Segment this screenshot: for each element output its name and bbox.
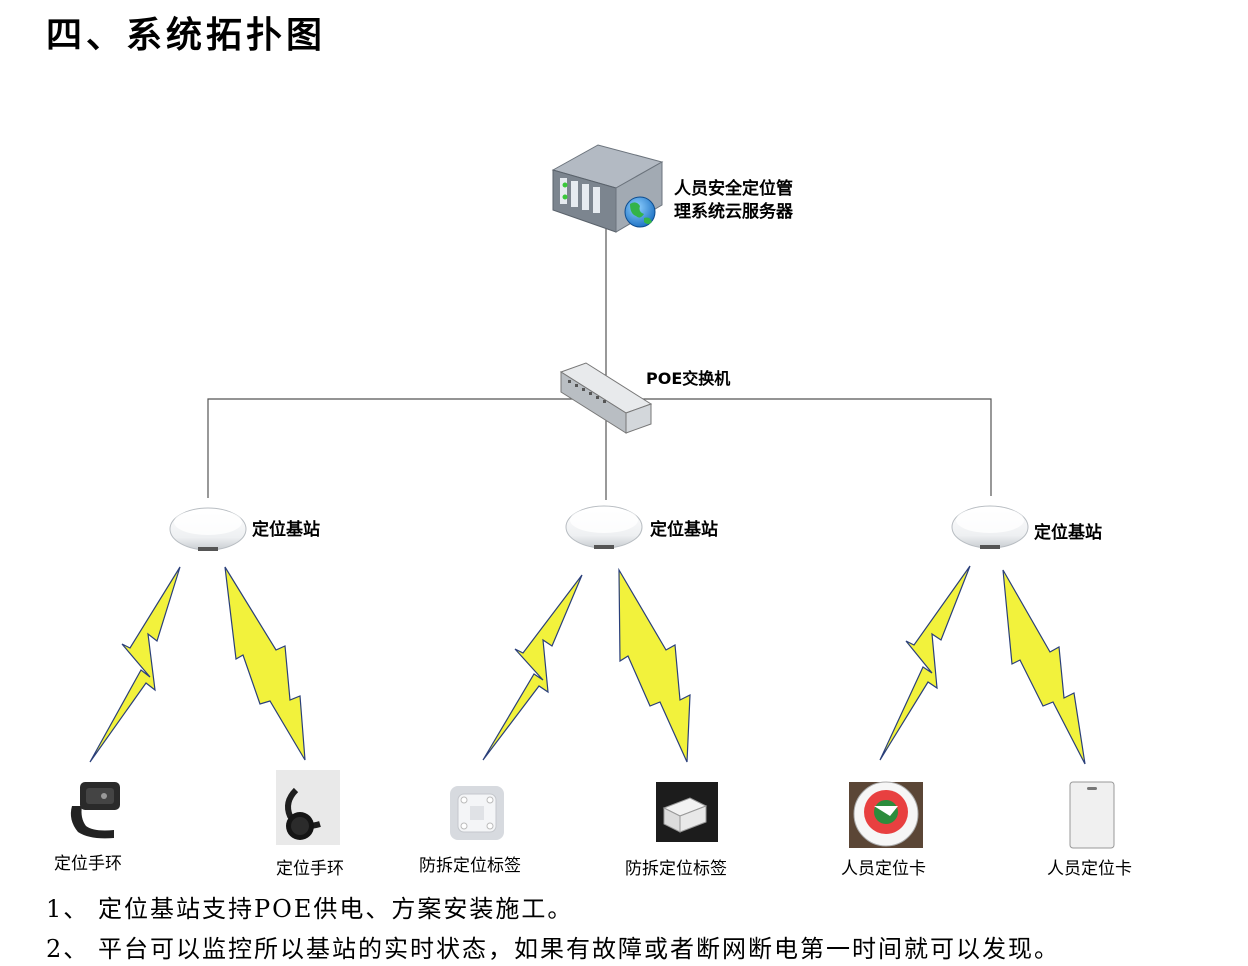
- wristband-icon: [276, 770, 340, 845]
- note-text: 定位基站支持POE供电、方案安装施工。: [98, 895, 574, 923]
- network-switch-icon: [559, 362, 653, 434]
- server-label-line2: 理系统云服务器: [674, 201, 794, 222]
- wristband-icon: [70, 782, 120, 839]
- device-label-2: 定位手环: [276, 859, 344, 879]
- base-station-icon: [565, 505, 643, 549]
- round-card-icon: [849, 781, 923, 848]
- wireless-link-icon: [879, 565, 971, 761]
- device-label-3: 防拆定位标签: [419, 856, 521, 876]
- tamper-tag-icon: [656, 782, 718, 842]
- base-station-icon: [951, 505, 1029, 549]
- card-icon: [1069, 781, 1115, 849]
- switch-label: POE交换机: [646, 369, 730, 388]
- server-label-line1: 人员安全定位管: [674, 178, 793, 199]
- tamper-tag-icon: [450, 786, 504, 840]
- wireless-link-icon: [89, 566, 181, 763]
- note-number: 2、: [46, 935, 90, 963]
- wireless-link-icon: [618, 567, 691, 763]
- note-item: 1、定位基站支持POE供电、方案安装施工。: [46, 889, 573, 924]
- device-label-5: 人员定位卡: [841, 859, 926, 879]
- wireless-link-icon: [482, 574, 583, 761]
- device-label-6: 人员定位卡: [1047, 859, 1132, 879]
- station-label-3: 定位基站: [1034, 522, 1102, 543]
- station-label-2: 定位基站: [650, 519, 718, 540]
- note-item: 2、平台可以监控所以基站的实时状态，如果有故障或者断网断电第一时间就可以发现。: [46, 929, 1060, 964]
- wireless-link-icon: [1002, 569, 1086, 765]
- note-number: 1、: [46, 895, 90, 923]
- page-title: 四、系统拓扑图: [46, 14, 327, 56]
- device-label-1: 定位手环: [54, 854, 122, 874]
- network-links: [207, 228, 992, 500]
- wireless-link-icon: [224, 566, 306, 761]
- device-label-4: 防拆定位标签: [625, 859, 727, 879]
- note-text: 平台可以监控所以基站的实时状态，如果有故障或者断网断电第一时间就可以发现。: [98, 935, 1060, 963]
- station-label-1: 定位基站: [252, 519, 320, 540]
- base-station-icon: [169, 507, 247, 551]
- server-icon: [551, 144, 664, 233]
